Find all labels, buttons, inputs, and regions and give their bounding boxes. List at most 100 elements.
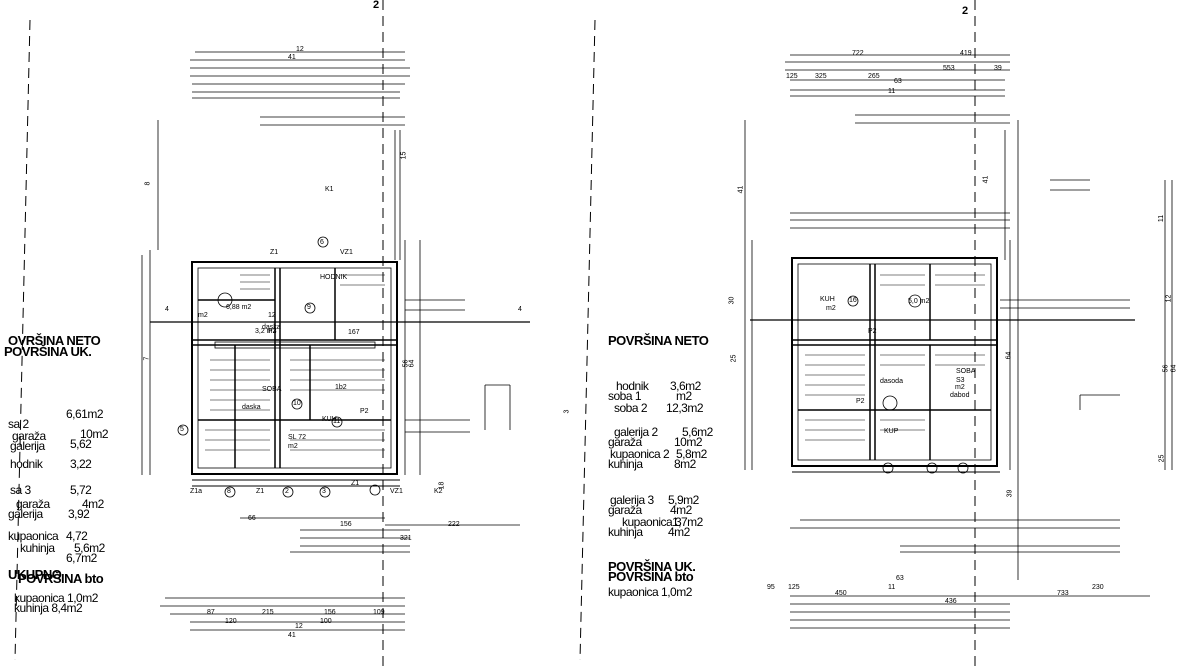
plan-right-side-dimensions: [744, 120, 1173, 580]
plan-left-dim-bottom-11: 66: [248, 515, 256, 522]
plan-right-room-dasoda: dasoda: [880, 378, 903, 385]
legend-left-row-8-value: 5,6m2: [74, 541, 105, 555]
plan-right-room-m2b: m2: [955, 384, 965, 391]
plan-right-room-s3: S3: [956, 377, 965, 384]
legend-left-row-6-label: galerija: [8, 507, 43, 521]
legend-left-title-1: OVRŠINA NETO: [8, 333, 101, 348]
plan-right-top-dimensions: [785, 54, 1010, 229]
legend-mid-row-5-label: kupaonica 2: [610, 447, 670, 461]
legend-mid-row-4-label: garaža: [608, 435, 642, 449]
plan-right-dim-side-4: 11: [1158, 214, 1166, 223]
plan-right-walls: [792, 264, 997, 460]
legend-mid-row-3-value: 5,6m2: [682, 425, 713, 439]
plan-right-dim-side-0: 41: [737, 185, 745, 194]
legend-mid-row-0-label: hodnik: [616, 379, 649, 393]
plan-left-room-daska2: daska: [262, 324, 281, 331]
legend-mid-row-7-label: galerija 3: [610, 493, 654, 507]
plan-left-dim-side-5: 7: [143, 356, 151, 361]
plan-right-dim-side-15: 39: [1006, 489, 1014, 498]
legend-left-row-3-label: hodnik: [10, 457, 43, 471]
legend-mid-row-8-label: garaža: [608, 503, 642, 517]
plan-left-dim-bottom-4: 215: [262, 609, 274, 616]
plan-right-axis-markers: [847, 294, 969, 474]
plan-right-dim-top-6: 63: [894, 78, 902, 85]
legend-mid-row-1-value: m2: [676, 389, 692, 403]
legend-left-footer-3: kuhinja 8,4m2: [14, 601, 83, 615]
legend-left-row-5-label: garaža: [16, 497, 50, 511]
plan-right-dim-side-6: 64: [1170, 364, 1178, 373]
legend-mid-row-7-value: 5,9m2: [668, 493, 699, 507]
plan-right-room-16: 16: [849, 297, 857, 304]
plan-left-dim-bottom-12: 156: [340, 521, 352, 528]
plan-left-room-area-2: 3,2 m2: [255, 328, 277, 335]
plan-right-dim-top-2: 325: [815, 73, 827, 80]
plan-right-dim-side-12: 30: [728, 296, 736, 305]
legend-mid-row-1-label: soba 1: [608, 389, 642, 403]
legend-left-row-9-value: 6,7m2: [66, 551, 97, 565]
legend-mid-footer-1: POVRŠINA bto: [608, 569, 694, 584]
plan-left-dim-bottom-8: 109: [373, 609, 385, 616]
left-axis-vertical: [14, 0, 384, 670]
plan-left-bottom-dimensions: [160, 517, 520, 631]
legend-mid-row-10-label: kuhinja: [608, 525, 643, 539]
plan-left-dim-side-2: 15: [400, 151, 408, 160]
plan-left-dim-bottom-1: 41: [288, 632, 296, 639]
legend-mid-row-9-value: 1,7m2: [672, 515, 703, 529]
legend-left-row-3-value: 3,22: [70, 457, 92, 471]
plan-right-dim-bottom-7: 436: [945, 598, 957, 605]
legend-mid-footer-0: POVRŠINA UK.: [608, 559, 696, 574]
legend-left-row-2-label: galerija: [10, 439, 45, 453]
plan-left-axis-bottom-6: VZ1: [390, 488, 403, 495]
legend-left-row-7-label: kupaonica: [8, 529, 59, 543]
plan-left-axis-bottom-0: Z1a: [190, 488, 203, 495]
plan-left-dim-bottom-9: 321: [400, 535, 412, 542]
plan-right-room-dabod: dabod: [950, 392, 970, 399]
horizontal-section-line: [150, 319, 1135, 323]
right-axis-vertical: [579, 0, 976, 670]
plan-left-axis-top-1: 6: [320, 239, 324, 246]
plan-left-room-p2: P2: [360, 408, 369, 415]
legend-mid-row-6-value: 8m2: [674, 457, 696, 471]
plan-left-room-m2b: m2: [288, 443, 298, 450]
plan-left-axis-bottom-2: Z1: [256, 488, 265, 495]
legend-left-row-2-value: 5,62: [70, 437, 92, 451]
plan-left-top-dimensions: [190, 51, 410, 126]
plan-left-room-area-1: 6,88 m2: [226, 304, 252, 311]
legend-mid-row-2-label: soba 2: [614, 401, 648, 415]
legend-mid-title-1: POVRŠINA NETO: [608, 333, 709, 348]
plan-right-right-extension: [1000, 299, 1130, 410]
plan-left-stairs: [214, 341, 376, 349]
plan-left-room-167: 167: [348, 329, 360, 336]
legend-left-row-1-value: 10m2: [80, 427, 109, 441]
plan-left-axis-marker-11: 11: [333, 418, 341, 425]
legend-left-title-2: POVRŠINA UK.: [4, 344, 92, 359]
plan-right-room-kup: KUP: [884, 428, 899, 435]
legend-mid-row-6-label: kuhinja: [608, 457, 643, 471]
plan-left-axis-top-2: VZ1: [340, 249, 353, 256]
plan-right-dim-bottom-9: 230: [1092, 584, 1104, 591]
plan-left-dim-side-6: 3: [563, 409, 571, 414]
legend-mid-row-2-value: 12,3m2: [666, 401, 704, 415]
plan-left-room-soba: SOBA: [262, 386, 282, 393]
legend-mid-row-4-value: 10m2: [674, 435, 703, 449]
plan-left-axis-bottom-4: 3: [322, 488, 326, 495]
plan-right-dim-top-8: 39: [994, 65, 1002, 72]
legend-left-row-4-label: sa 3: [10, 483, 31, 497]
plan-left-dim-bottom-2: 87: [207, 609, 215, 616]
plan-left-room-sl72: SL 72: [288, 434, 307, 441]
legend-mid-row-10-value: 4m2: [668, 525, 690, 539]
plan-right-hatching: [805, 274, 985, 441]
legend-left-footer-1: POVRŠINA bto: [18, 571, 104, 586]
plan-left-section-mark-right: 4: [518, 306, 522, 313]
plan-right-dim-top-1: 419: [960, 50, 972, 57]
plan-right-dim-bottom-0: 95: [767, 584, 775, 591]
legend-mid-row-3-label: galerija 2: [614, 425, 658, 439]
plan-right-room-p2: P2: [868, 328, 877, 335]
plan-right-outline: [791, 257, 998, 467]
legend-left-row-4-value: 5,72: [70, 483, 92, 497]
legend-left-row-0-label: sa 2: [8, 417, 29, 431]
plan-left-dim-top-1: 41: [288, 54, 296, 61]
plan-right-dim-bottom-3: 450: [835, 590, 847, 597]
plan-left: [141, 51, 520, 631]
